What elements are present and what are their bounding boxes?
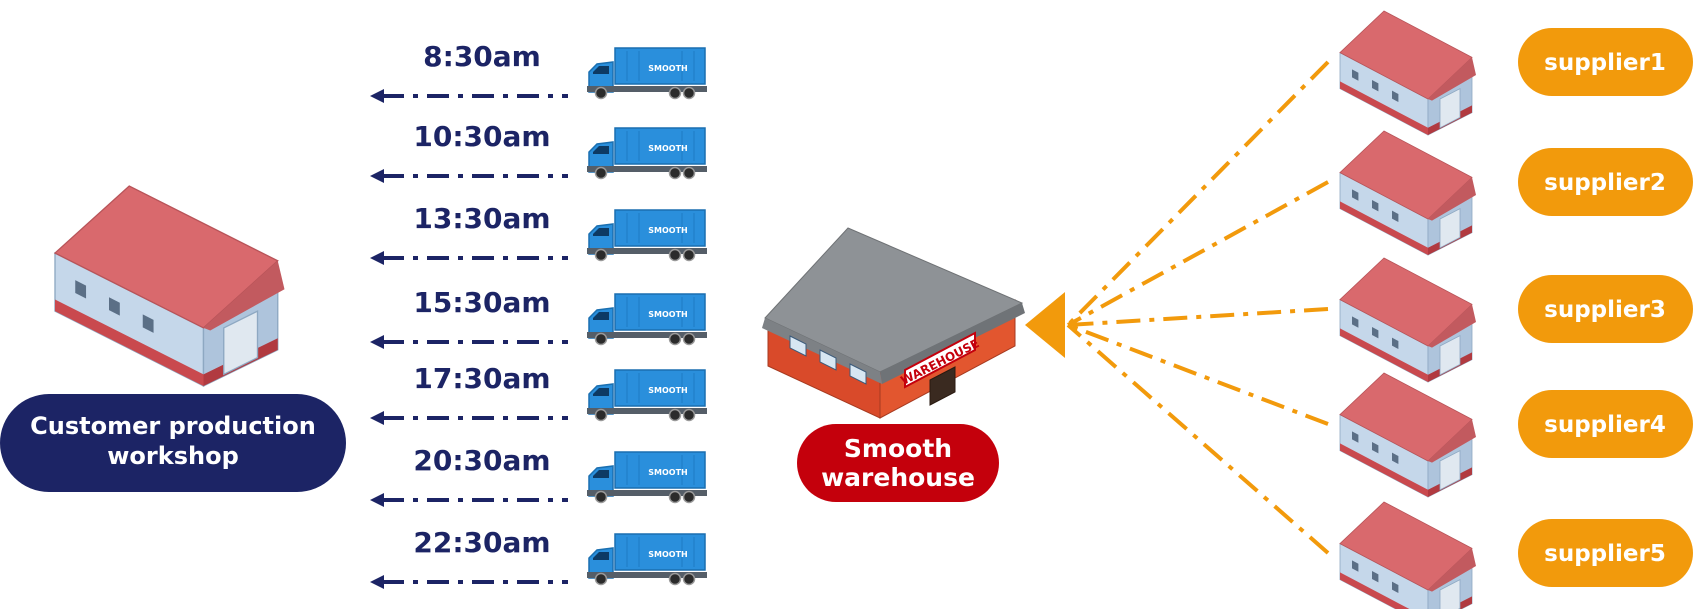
customer-label-line2: workshop <box>107 442 239 470</box>
supplier-route-line <box>1067 307 1329 327</box>
warehouse-building-icon <box>54 185 286 387</box>
warehouse-label-line1: Smooth <box>844 434 952 463</box>
truck-brand-label: SMOOTH <box>648 386 687 395</box>
warehouse-building-icon <box>1339 372 1477 498</box>
warehouse-label-pill <box>797 424 999 502</box>
smooth-warehouse: WAREHOUSE Smooth warehouse <box>762 227 1025 502</box>
warehouse-label-line2: warehouse <box>821 463 975 492</box>
departure-time: 8:30am <box>423 40 541 73</box>
truck-icon <box>586 451 708 504</box>
customer-label-pill <box>0 394 346 492</box>
warehouse-building-icon <box>1339 257 1477 383</box>
arrow-left-icon <box>370 575 384 589</box>
supplier-list: supplier1 supplier2 supplier3 supplier4 supp… <box>1066 10 1693 609</box>
supplier-label-pill <box>1518 28 1693 96</box>
supplier-route-line <box>1066 60 1330 327</box>
supplier-label-pill <box>1518 275 1693 343</box>
arrow-left-icon <box>370 251 384 265</box>
departure-time: 17:30am <box>413 362 550 395</box>
arrow-left-icon <box>370 89 384 103</box>
arrow-left-icon <box>370 169 384 183</box>
warehouse-building-icon: WAREHOUSE <box>762 227 1025 419</box>
truck-icon <box>586 127 708 180</box>
truck-icon <box>586 369 708 422</box>
supplier-item: supplier1 <box>1066 10 1693 327</box>
warehouse-building-icon <box>1339 130 1477 256</box>
supplier-label-pill <box>1518 390 1693 458</box>
truck-brand-label: SMOOTH <box>648 310 687 319</box>
departure-time: 22:30am <box>413 526 550 559</box>
supplier-item: supplier4 <box>1067 323 1693 498</box>
supplier-label: supplier4 <box>1544 412 1666 438</box>
supplier-label-pill <box>1518 148 1693 216</box>
departure-time: 10:30am <box>413 120 550 153</box>
warehouse-building-icon <box>1339 10 1477 136</box>
truck-brand-label: SMOOTH <box>648 468 687 477</box>
customer-workshop: Customer production workshop <box>0 185 346 492</box>
truck-brand-label: SMOOTH <box>648 144 687 153</box>
truck-icon <box>586 47 708 100</box>
truck-brand-label: SMOOTH <box>648 550 687 559</box>
supplier-route-line <box>1066 323 1330 555</box>
truck-brand-label: SMOOTH <box>648 226 687 235</box>
truck-icon <box>586 533 708 586</box>
supplier-item: supplier2 <box>1067 130 1693 327</box>
arrow-head-icon <box>1025 292 1065 358</box>
departure-time: 20:30am <box>413 444 550 477</box>
customer-label-line1: Customer production <box>30 412 316 440</box>
supplier-item: supplier5 <box>1066 323 1693 609</box>
truck-icon <box>586 209 708 262</box>
supplier-item: supplier3 <box>1067 257 1693 383</box>
truck-icon <box>586 293 708 346</box>
supplier-label: supplier3 <box>1544 297 1666 323</box>
supplier-label: supplier5 <box>1544 541 1666 567</box>
supplier-route-line <box>1067 180 1329 327</box>
arrow-left-icon <box>370 335 384 349</box>
arrow-left-icon <box>370 493 384 507</box>
warehouse-building-icon <box>1339 501 1477 609</box>
supplier-label: supplier2 <box>1544 170 1666 196</box>
supplier-route-line <box>1067 323 1329 426</box>
truck-brand-label: SMOOTH <box>648 64 687 73</box>
arrow-left-icon <box>370 411 384 425</box>
departure-time: 13:30am <box>413 202 550 235</box>
departure-time: 15:30am <box>413 286 550 319</box>
supplier-label: supplier1 <box>1544 50 1666 76</box>
supplier-label-pill <box>1518 519 1693 587</box>
